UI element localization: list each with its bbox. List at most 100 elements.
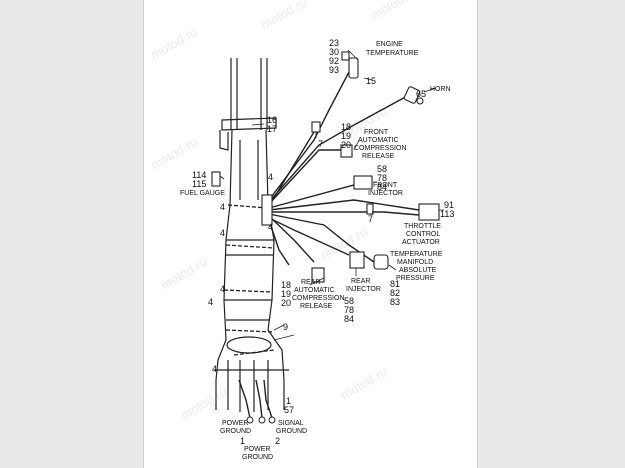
front-acr-num: 18	[341, 122, 351, 132]
fuel-num: 115	[192, 179, 206, 189]
central-junction	[261, 194, 273, 226]
leader-lines	[219, 49, 444, 341]
callout-4: 4	[208, 297, 213, 307]
throttle-num: 91	[444, 200, 454, 210]
throttle-num: 113	[440, 209, 454, 219]
watermark-text: motod.ru	[148, 134, 200, 173]
fuel-gauge-label: FUEL GAUGE	[180, 190, 225, 197]
signal-ground-label: GROUND	[276, 428, 307, 435]
power-ground-label: POWER	[222, 420, 248, 427]
rear-inj-num: 78	[344, 305, 354, 315]
callout-1-ground: 1	[240, 436, 245, 446]
rear-acr-num: 19	[281, 289, 291, 299]
front-inj-label: FRONT	[373, 182, 398, 189]
watermark-text: motod.ru	[338, 364, 390, 403]
throttle-connector	[418, 203, 440, 221]
power-ground-label: POWER	[244, 446, 270, 453]
rear-acr-label: COMPRESSION	[292, 295, 345, 302]
watermark-text: motod.ru	[148, 24, 200, 63]
connector-7-mid	[366, 203, 374, 215]
callout-7-top: 7	[318, 139, 323, 149]
front-inj-num: 58	[377, 164, 387, 174]
front-acr-label: COMPRESSION	[354, 145, 407, 152]
callout-2-ground: 2	[275, 436, 280, 446]
rear-inj-num: 84	[344, 314, 354, 324]
tmap-label: ABSOLUTE	[399, 267, 437, 274]
frame	[214, 58, 289, 412]
ground-terminal	[246, 416, 254, 424]
diagram-sheet: motod.ru motod.ru motod.ru motod.ru moto…	[143, 0, 478, 468]
watermark-text: motod.ru	[178, 384, 230, 423]
tmap-label: MANIFOLD	[397, 259, 433, 266]
callout-17: 17	[267, 124, 277, 134]
callout-4: 4	[220, 284, 225, 294]
engine-temp-num: 93	[329, 65, 339, 75]
wiring-harness-diagram: motod.ru motod.ru motod.ru motod.ru moto…	[148, 0, 454, 461]
callout-4: 4	[220, 202, 225, 212]
tmap-num: 82	[390, 288, 400, 298]
ground-terminals	[246, 416, 276, 424]
watermark-text: motod.ru	[158, 254, 210, 293]
ground-terminal	[258, 416, 266, 424]
front-acr-label: FRONT	[364, 129, 389, 136]
rear-acr-connector	[311, 267, 325, 283]
fuel-num: 114	[192, 170, 206, 180]
horn-terminal	[416, 97, 424, 105]
front-acr-num: 19	[341, 131, 351, 141]
engine-temp-num: 30	[329, 47, 339, 57]
labels: 23 30 92 93 ENGINE TEMPERATURE 15 65 HOR…	[180, 38, 454, 461]
front-inj-label: INJECTOR	[368, 190, 403, 197]
tmap-num: 81	[390, 279, 400, 289]
rear-inj-label: REAR	[351, 278, 370, 285]
rear-acr-label: AUTOMATIC	[294, 287, 335, 294]
fuel-gauge-connector	[211, 171, 221, 187]
front-acr-num: 20	[341, 140, 351, 150]
callout-65: 65	[416, 89, 426, 99]
tmap-label: TEMPERATURE	[390, 251, 443, 258]
front-acr-label: AUTOMATIC	[358, 137, 399, 144]
callout-4: 4	[220, 228, 225, 238]
watermark-group: motod.ru motod.ru motod.ru motod.ru moto…	[148, 0, 420, 423]
engine-temp-label: ENGINE	[376, 41, 403, 48]
connector-7-top	[311, 121, 321, 133]
power-ground-label: GROUND	[220, 428, 251, 435]
rear-acr-label: REAR	[301, 279, 320, 286]
front-inj-num: 78	[377, 173, 387, 183]
callout-4: 4	[212, 364, 217, 374]
rear-acr-num: 18	[281, 280, 291, 290]
connectors	[211, 51, 440, 283]
callout-16: 16	[267, 115, 277, 125]
callout-57: 57	[284, 405, 294, 415]
throttle-label: THROTTLE	[404, 223, 441, 230]
callout-4: 4	[268, 222, 273, 232]
throttle-label: CONTROL	[406, 231, 440, 238]
tmap-connector	[373, 254, 389, 270]
callout-7-mid: 7	[368, 214, 373, 224]
front-acr-label: RELEASE	[362, 153, 395, 160]
engine-temp-num: 92	[329, 56, 339, 66]
engine-temp-connector	[341, 51, 350, 61]
harness-main	[223, 204, 275, 356]
front-acr-connector	[340, 144, 353, 158]
power-ground-label: GROUND	[242, 454, 273, 461]
watermark-text: motod.ru	[258, 0, 310, 33]
callout-15: 15	[366, 76, 376, 86]
rear-injector-connector	[349, 251, 365, 269]
front-injector-connector	[353, 175, 373, 190]
rear-acr-label: RELEASE	[300, 303, 333, 310]
harness-branches	[238, 71, 420, 419]
engine-temp-sensor	[348, 57, 359, 79]
ground-terminal	[268, 416, 276, 424]
engine-temp-num: 23	[329, 38, 339, 48]
engine-temp-label: TEMPERATURE	[366, 50, 419, 57]
throttle-label: ACTUATOR	[402, 239, 440, 246]
tmap-num: 83	[390, 297, 400, 307]
rear-acr-num: 20	[281, 298, 291, 308]
tmap-label: PRESSURE	[396, 275, 435, 282]
callout-4: 4	[268, 172, 273, 182]
callout-9: 9	[283, 322, 288, 332]
horn-label: HORN	[430, 86, 451, 93]
signal-ground-label: SIGNAL	[278, 420, 304, 427]
watermark-text: motod.ru	[368, 0, 420, 23]
horn-connector	[403, 86, 421, 104]
